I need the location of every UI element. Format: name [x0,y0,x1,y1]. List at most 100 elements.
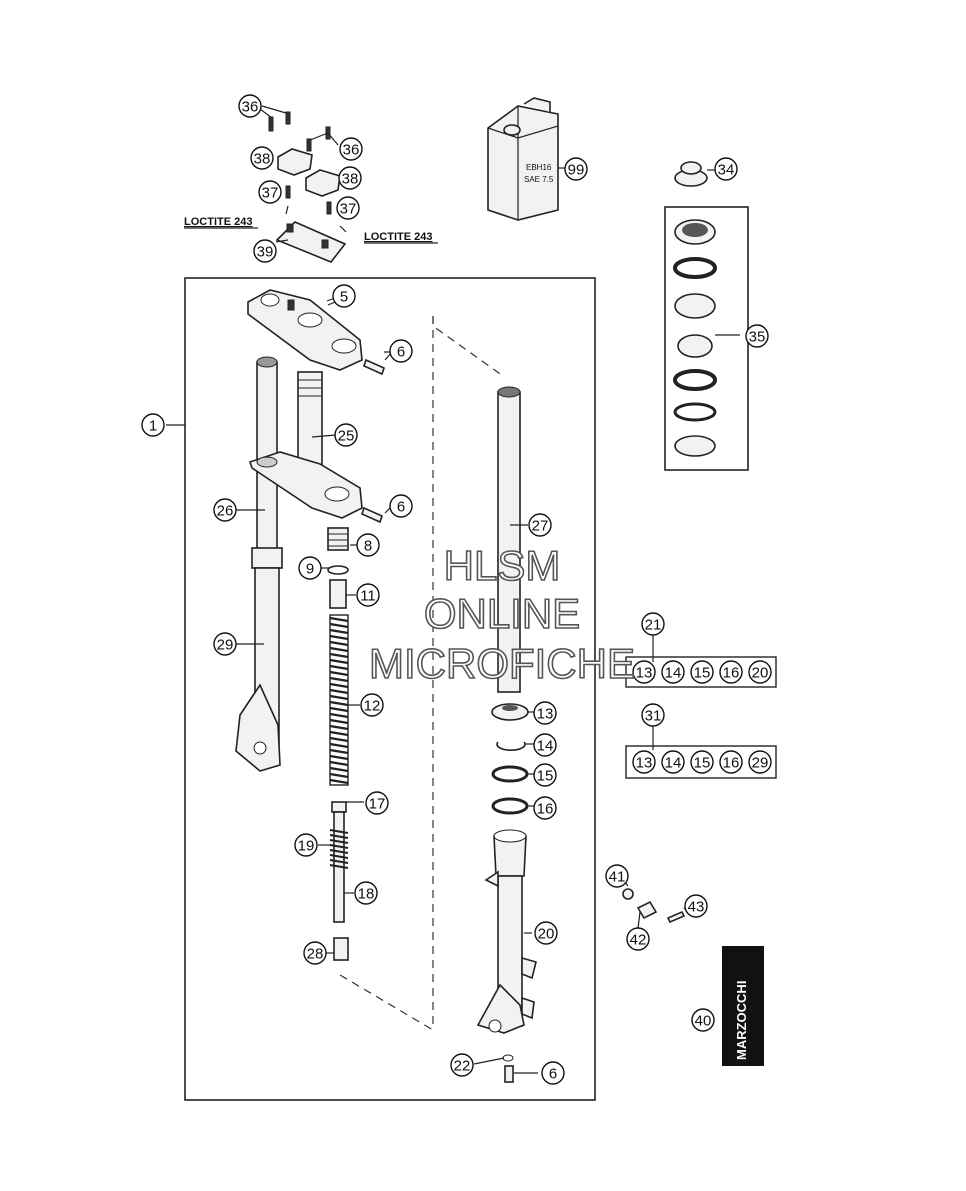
dust-seal [491,797,529,815]
callout-circle [528,513,552,537]
callout-c28: 28 [303,941,327,965]
kit-item-circle [719,750,743,774]
watermark-line-1: HLSM [444,542,561,589]
callout-circle [389,494,413,518]
callout-label: 11 [360,588,376,605]
callout-c39: 39 [253,239,277,263]
callout-c15: 15 [533,763,557,787]
callout-label: 31 [645,708,662,725]
callout-circle [213,498,237,522]
callout-label: 36 [343,142,360,159]
callout-c27: 27 [528,513,552,537]
callout-c31: 31 [641,703,665,727]
steering-bearing-kit [673,219,740,457]
right-fork-inner-tube [497,386,521,693]
kit-item-label: 15 [694,665,711,682]
brand-label: MARZOCCHI [734,981,749,1060]
callout-circle [338,166,362,190]
callout-label: 5 [340,289,348,306]
callout-label: 18 [358,886,375,903]
callout-c40: 40 [691,1008,715,1032]
callout-circle [626,927,650,951]
callout-circle [258,180,282,204]
callout-label: 38 [342,171,359,188]
kit-item-circle [661,750,685,774]
callout-c6a: 6 [389,339,413,363]
callout-circle [303,941,327,965]
callout-circle [533,733,557,757]
callout-label: 28 [307,946,324,963]
callout-label: 1 [149,418,157,435]
spacer [329,579,347,609]
callout-c26: 26 [213,498,237,522]
callout-c8: 8 [356,533,380,557]
callout-circle [684,894,708,918]
kit-item: 15 [690,750,714,774]
kit-item: 29 [748,750,772,774]
callout-c14: 14 [533,733,557,757]
callout-circle [365,791,389,815]
assembly-line-lower [339,974,434,1031]
callout-c38a: 38 [250,146,274,170]
kit-item-circle [661,660,685,684]
callout-label: 36 [242,99,259,116]
washer [491,765,529,783]
steering-cap [674,161,715,187]
callout-circle [356,533,380,557]
upper-triple-clamp [247,289,363,371]
callout-c9: 9 [298,556,322,580]
watermark-line-2: ONLINE [424,590,580,637]
callout-circle [334,423,358,447]
loctite-label-left: LOCTITE 243 [184,216,252,228]
kit-item-label: 13 [636,755,653,772]
callout-circle [360,693,384,717]
kit-item: 16 [719,750,743,774]
kit-item-circle [748,660,772,684]
callout-label: 43 [688,899,705,916]
callout-circle [238,94,262,118]
clamp-bolt-upper [363,351,390,376]
callout-circle [294,833,318,857]
circlip [496,741,526,752]
damper-rod [329,801,349,923]
callout-label: 8 [364,538,372,555]
callout-c17: 17 [365,791,389,815]
callout-circle [339,137,363,161]
callout-label: 14 [537,738,554,755]
callout-label: 37 [340,201,357,218]
callout-label: 9 [306,561,314,578]
callout-c22: 22 [450,1053,474,1077]
callout-c6c: 6 [541,1061,565,1085]
callout-label: 21 [645,617,662,634]
fork-oil-can: EBH16 SAE 7.5 [487,97,559,221]
kit-item: 14 [661,660,685,684]
callout-c38b: 38 [338,166,362,190]
callout-c12: 12 [360,693,384,717]
callout-circle [450,1053,474,1077]
clamp-bolt-lower [361,506,383,524]
kit-item: 13 [632,660,656,684]
oil-can-label-2: SAE 7.5 [524,175,554,184]
callout-c41: 41 [605,864,629,888]
loctite-label-right: LOCTITE 243 [364,231,432,243]
callout-label: 41 [609,869,626,886]
fork-spring [329,614,349,786]
callout-c21: 21 [641,612,665,636]
callout-circle [745,324,769,348]
callout-label: 19 [298,838,315,855]
bottom-bolt [502,1054,514,1083]
callout-label: 42 [630,932,647,949]
kit-item-label: 29 [752,755,769,772]
callout-c36a: 36 [238,94,262,118]
callout-label: 13 [537,706,554,723]
callout-label: 6 [397,344,405,361]
callout-circle [533,701,557,725]
lower-triple-clamp [248,451,363,519]
callout-circle [533,763,557,787]
assembly-line-upper [432,316,504,377]
kit-item: 14 [661,750,685,774]
kit-item: 15 [690,660,714,684]
kit-item-label: 16 [723,755,740,772]
oil-seal [491,703,529,721]
